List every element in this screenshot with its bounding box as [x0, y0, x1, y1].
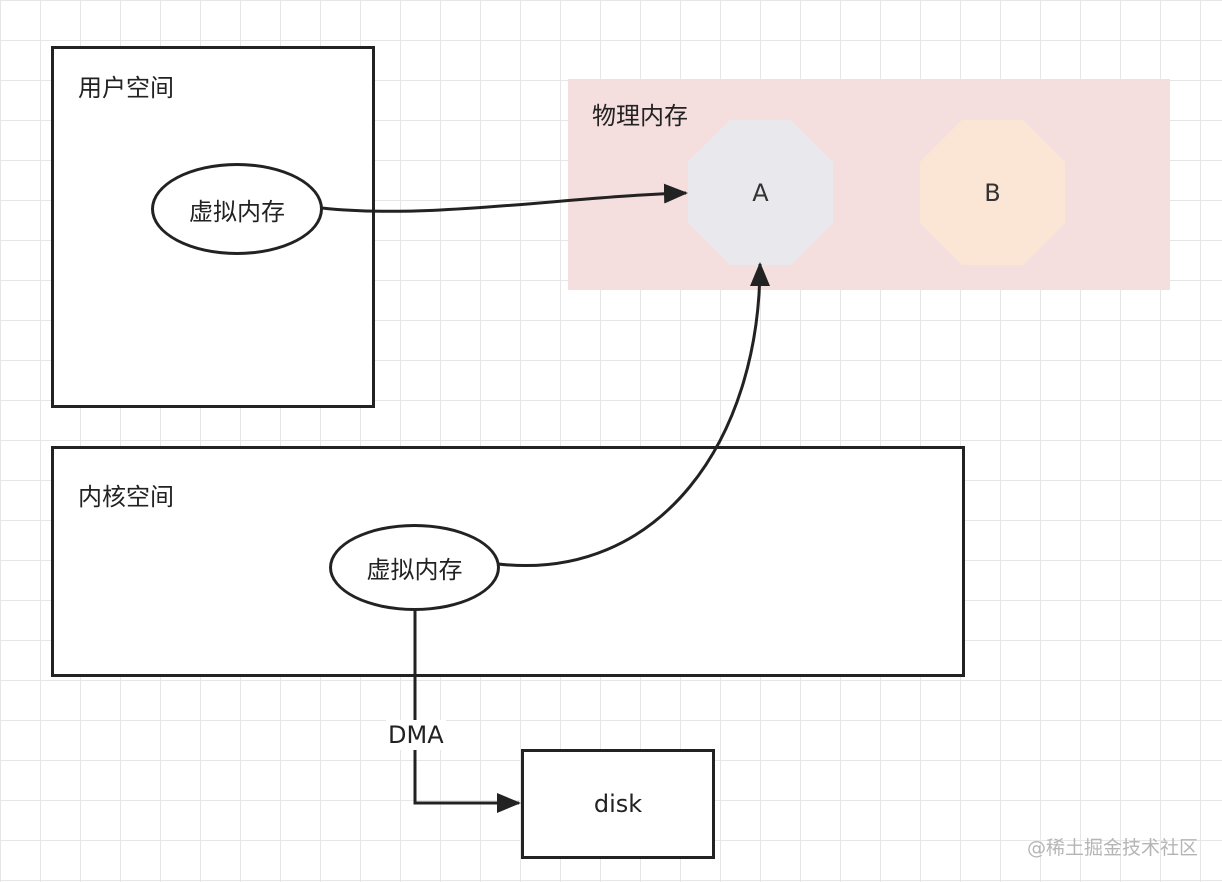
physical-memory-label: 物理内存 — [592, 102, 688, 130]
memory-page-a-label: A — [752, 178, 769, 207]
disk-box: disk — [521, 749, 715, 859]
kernel-to-page-a-arrow — [497, 262, 770, 567]
disk-label: disk — [593, 790, 643, 818]
kernel-virtual-memory-label: 虚拟内存 — [366, 556, 463, 584]
kernel-space-box — [51, 446, 965, 677]
memory-page-b-label: B — [984, 178, 1001, 207]
user-virtual-memory-node: 虚拟内存 — [151, 163, 323, 255]
memory-page-b: B — [920, 120, 1065, 265]
user-to-page-a-arrow — [321, 183, 688, 213]
kernel-space-label: 内核空间 — [78, 483, 174, 511]
memory-page-a: A — [688, 120, 833, 265]
kernel-to-disk-dma-arrow — [413, 611, 521, 813]
kernel-virtual-memory-node: 虚拟内存 — [329, 524, 500, 611]
user-virtual-memory-label: 虚拟内存 — [189, 197, 285, 226]
dma-label: DMA — [386, 720, 446, 750]
user-space-label: 用户空间 — [78, 74, 174, 102]
watermark: @稀土掘金技术社区 — [1026, 837, 1198, 859]
